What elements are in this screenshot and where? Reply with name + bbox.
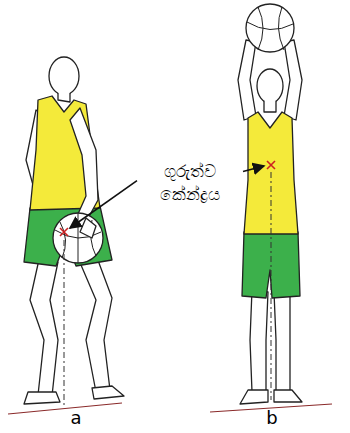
- player-a: [8, 57, 124, 414]
- figure-letter: a: [66, 406, 86, 430]
- figure-letter: b: [262, 406, 282, 430]
- player-b: [210, 4, 332, 412]
- leader-arrow: [243, 166, 264, 171]
- cog-label: ගුරුත්ව කේන්ද්‍රය: [140, 160, 240, 206]
- leader-arrow: [70, 181, 137, 228]
